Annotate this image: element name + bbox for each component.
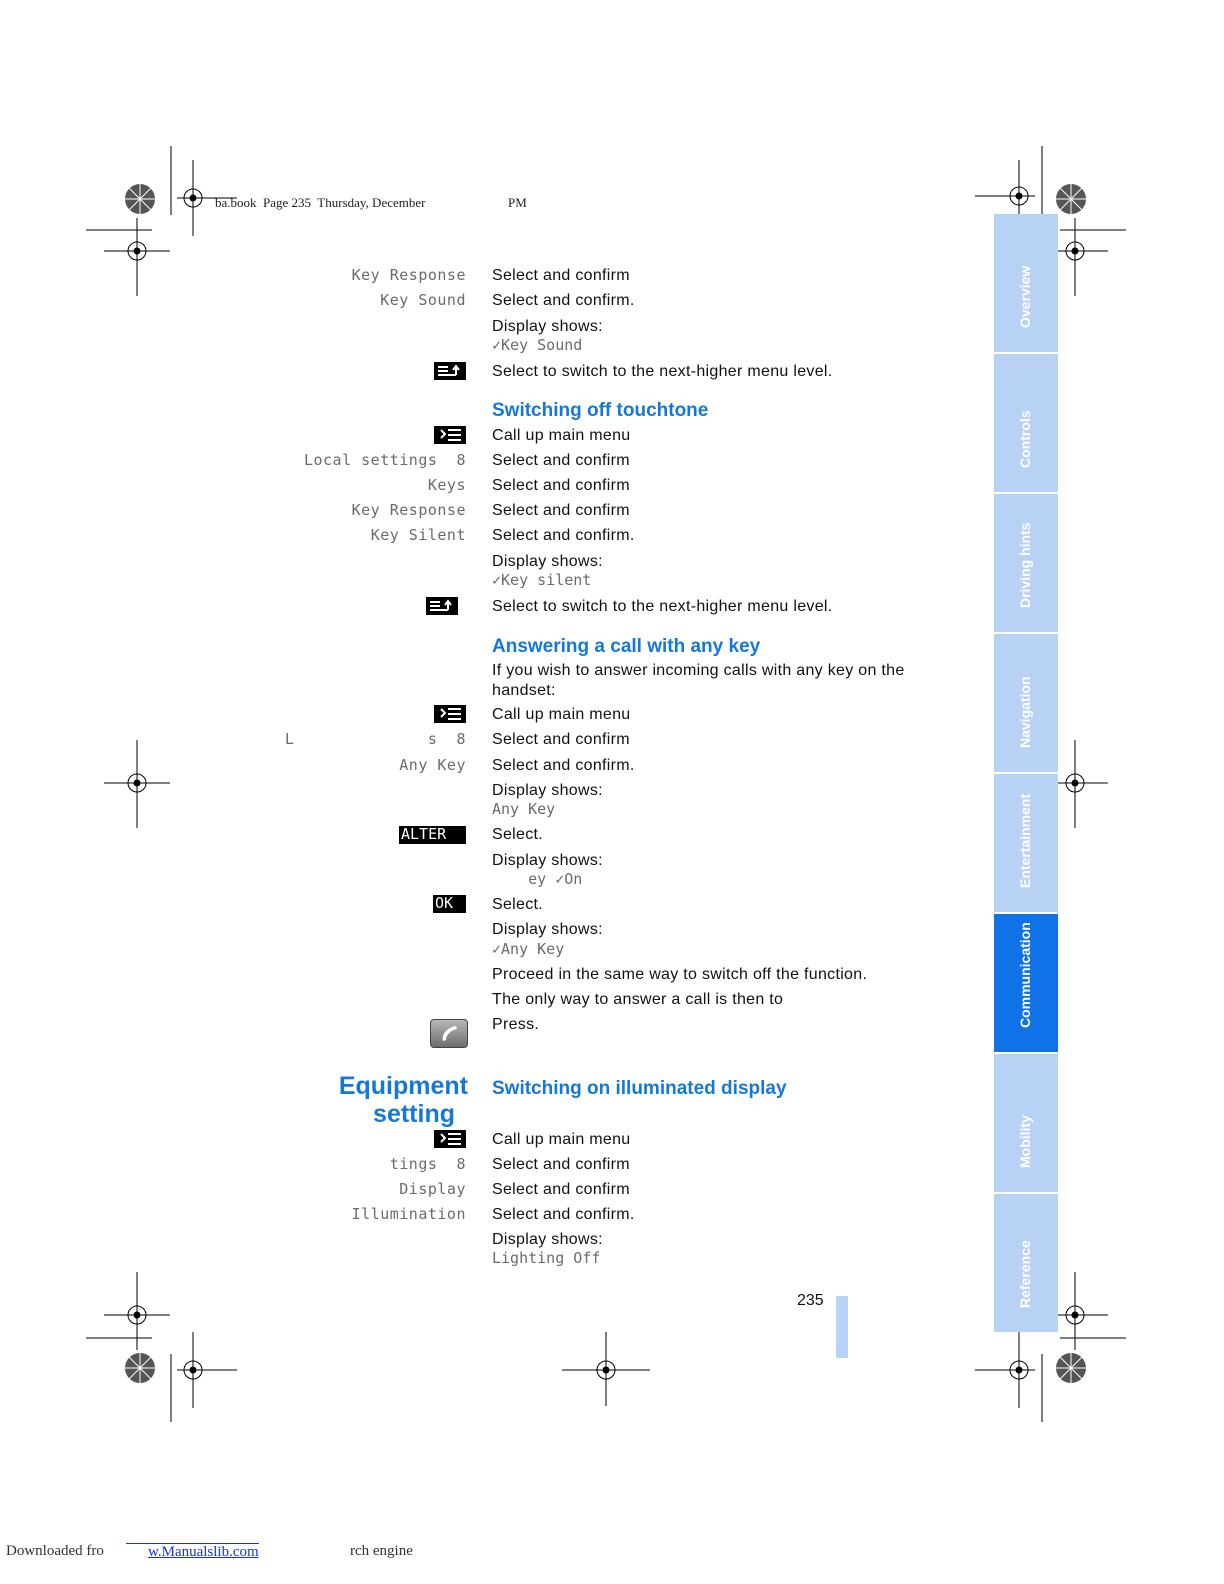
alter-softkey: ALTER xyxy=(399,825,466,844)
display-value: ✓Any Key xyxy=(492,940,565,958)
instruction-text: Select and confirm xyxy=(492,1156,630,1173)
display-value: ✓Key Sound xyxy=(492,336,583,354)
menu-label-settings: tings 8 xyxy=(389,1155,466,1173)
menu-label-display: Display xyxy=(399,1180,466,1198)
intro-text: If you wish to answer incoming calls wit… xyxy=(492,662,905,679)
phone-call-button-icon xyxy=(430,1019,468,1048)
tab-label: Reference xyxy=(1017,1240,1033,1308)
display-value: ✓Key silent xyxy=(492,571,592,589)
print-header: ba.book Page 235 Thursday, December xyxy=(215,195,426,210)
display-value: Any Key xyxy=(492,800,556,818)
menu-label-key-response: Key Response xyxy=(351,266,466,284)
tab-driving-hints[interactable]: Driving hints xyxy=(994,494,1058,632)
tab-communication[interactable]: Communication xyxy=(994,914,1058,1052)
main-menu-icon xyxy=(434,705,466,723)
display-shows-label: Display shows: xyxy=(492,782,603,799)
tab-navigation[interactable]: Navigation xyxy=(994,634,1058,772)
display-shows-label: Display shows: xyxy=(492,553,603,570)
tab-label: Controls xyxy=(1017,410,1033,468)
menu-label-any-key: Any Key xyxy=(399,756,466,774)
menu-label-key-sound: Key Sound xyxy=(380,291,466,309)
instruction-text: Call up main menu xyxy=(492,706,631,723)
main-menu-icon xyxy=(434,1130,466,1148)
chapter-tabs: Overview Controls Driving hints Navigati… xyxy=(994,214,1058,1334)
tab-label: Overview xyxy=(1017,265,1033,328)
chapter-title-line: setting xyxy=(373,1100,455,1128)
display-value: Lighting Off xyxy=(492,1249,601,1267)
page-number: 235 xyxy=(797,1292,824,1309)
tab-controls[interactable]: Controls xyxy=(994,354,1058,492)
footer-link-wrap: w.Manualslib.com xyxy=(126,1543,259,1561)
display-value: ey ✓On xyxy=(492,870,583,888)
tab-label: Mobility xyxy=(1017,1115,1033,1168)
tab-label: Navigation xyxy=(1017,676,1033,748)
instruction-text: Select and confirm xyxy=(492,477,630,494)
main-menu-icon xyxy=(434,426,466,444)
instruction-text: Select and confirm xyxy=(492,452,630,469)
instruction-text: Select and confirm xyxy=(492,1181,630,1198)
footer-text: Downloaded fro xyxy=(6,1543,104,1559)
instruction-text: Select and confirm. xyxy=(492,292,635,309)
page-number-bar xyxy=(836,1296,848,1358)
menu-label-local-settings: L s 8 xyxy=(284,730,466,748)
instruction-text: Select and confirm xyxy=(492,731,630,748)
display-shows-label: Display shows: xyxy=(492,852,603,869)
instruction-text: Call up main menu xyxy=(492,427,631,444)
instruction-text: Select and confirm xyxy=(492,267,630,284)
section-heading: Switching off touchtone xyxy=(492,400,709,421)
tab-label: Entertainment xyxy=(1017,793,1033,888)
instruction-text: Proceed in the same way to switch off th… xyxy=(492,966,868,983)
ok-softkey: OK xyxy=(433,894,466,913)
instruction-text: Select and confirm xyxy=(492,502,630,519)
menu-back-icon xyxy=(426,597,458,615)
ok-softkey-label: OK xyxy=(435,894,454,912)
instruction-text: Select. xyxy=(492,896,544,913)
tab-label: Communication xyxy=(1017,922,1033,1028)
menu-label-illumination: Illumination xyxy=(351,1205,466,1223)
instruction-text: Select to switch to the next-higher menu… xyxy=(492,363,833,380)
tab-overview[interactable]: Overview xyxy=(994,214,1058,352)
menu-label-local-settings: Local settings 8 xyxy=(303,451,466,469)
menu-label-key-silent: Key Silent xyxy=(370,526,466,544)
instruction-text: Select and confirm. xyxy=(492,757,635,774)
instruction-text: Select. xyxy=(492,826,544,843)
display-shows-label: Display shows: xyxy=(492,1231,603,1248)
alter-softkey-label: ALTER xyxy=(401,825,447,843)
section-heading: Answering a call with any key xyxy=(492,636,761,657)
tab-label: Driving hints xyxy=(1017,522,1033,608)
instruction-text: Select and confirm. xyxy=(492,527,635,544)
print-header-time: PM xyxy=(508,195,527,210)
manualslib-link[interactable]: w.Manualslib.com xyxy=(148,1544,259,1560)
menu-back-icon xyxy=(434,362,466,380)
instruction-text: Press. xyxy=(492,1016,540,1033)
intro-text: handset: xyxy=(492,682,556,699)
tab-entertainment[interactable]: Entertainment xyxy=(994,774,1058,912)
footer-text: rch engine xyxy=(350,1543,413,1559)
chapter-title: Equipment setting xyxy=(339,1072,468,1128)
instruction-text: Select to switch to the next-higher menu… xyxy=(492,598,833,615)
instruction-text: Call up main menu xyxy=(492,1131,631,1148)
menu-label-key-response: Key Response xyxy=(351,501,466,519)
tab-mobility[interactable]: Mobility xyxy=(994,1054,1058,1192)
display-shows-label: Display shows: xyxy=(492,318,603,335)
menu-label-keys: Keys xyxy=(427,476,466,494)
instruction-text: Select and confirm. xyxy=(492,1206,635,1223)
chapter-title-line: Equipment xyxy=(338,1072,468,1100)
display-shows-label: Display shows: xyxy=(492,921,603,938)
instruction-text: The only way to answer a call is then to xyxy=(492,991,784,1008)
tab-reference[interactable]: Reference xyxy=(994,1194,1058,1332)
section-heading: Switching on illuminated display xyxy=(492,1078,787,1099)
